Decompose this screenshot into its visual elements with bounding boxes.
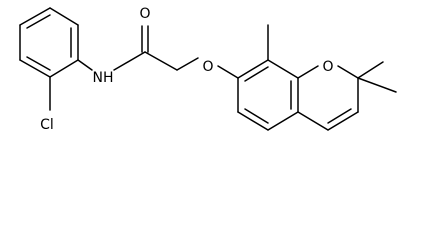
chlorophenyl-ring <box>19 7 79 78</box>
bond-nitrogen-to-carbonyl <box>113 51 146 71</box>
aromatic-double-bond <box>244 108 269 124</box>
bond-carbonyl-to-methylene <box>144 51 178 71</box>
methyl-bond <box>357 77 397 93</box>
bond <box>267 111 299 131</box>
bond <box>49 7 79 26</box>
bond <box>49 59 79 78</box>
chromene-benzo-ring <box>237 59 299 131</box>
bond-ring-to-nitrogen <box>77 59 93 71</box>
methyl-bond <box>357 61 384 79</box>
bond-oxygen-to-ring <box>217 65 239 79</box>
bond-methylene-to-oxygen <box>176 57 199 71</box>
bond <box>19 59 51 78</box>
molecule-drawing: Cl NH O O O <box>19 6 397 133</box>
amide-nitrogen-label: NH <box>93 70 114 86</box>
structure-canvas: Cl NH O O O <box>19 6 397 133</box>
aromatic-double-bond <box>26 14 51 29</box>
bond-ring-to-ring-oxygen <box>297 65 319 79</box>
carbonyl-oxygen-label: O <box>139 6 150 22</box>
bond <box>297 111 329 131</box>
bond <box>267 59 299 79</box>
bond <box>19 7 51 26</box>
aromatic-double-bond <box>26 56 51 71</box>
bond-ring-oxygen-to-quaternary-carbon <box>337 65 359 79</box>
alkene-double-bond <box>327 108 352 124</box>
bond <box>237 111 269 131</box>
bond <box>327 111 359 131</box>
ring-oxygen-label: O <box>322 59 333 75</box>
bond <box>237 59 269 79</box>
chlorine-atom-label: Cl <box>40 117 54 133</box>
aromatic-double-bond <box>244 66 269 82</box>
ether-oxygen-label: O <box>202 59 213 75</box>
